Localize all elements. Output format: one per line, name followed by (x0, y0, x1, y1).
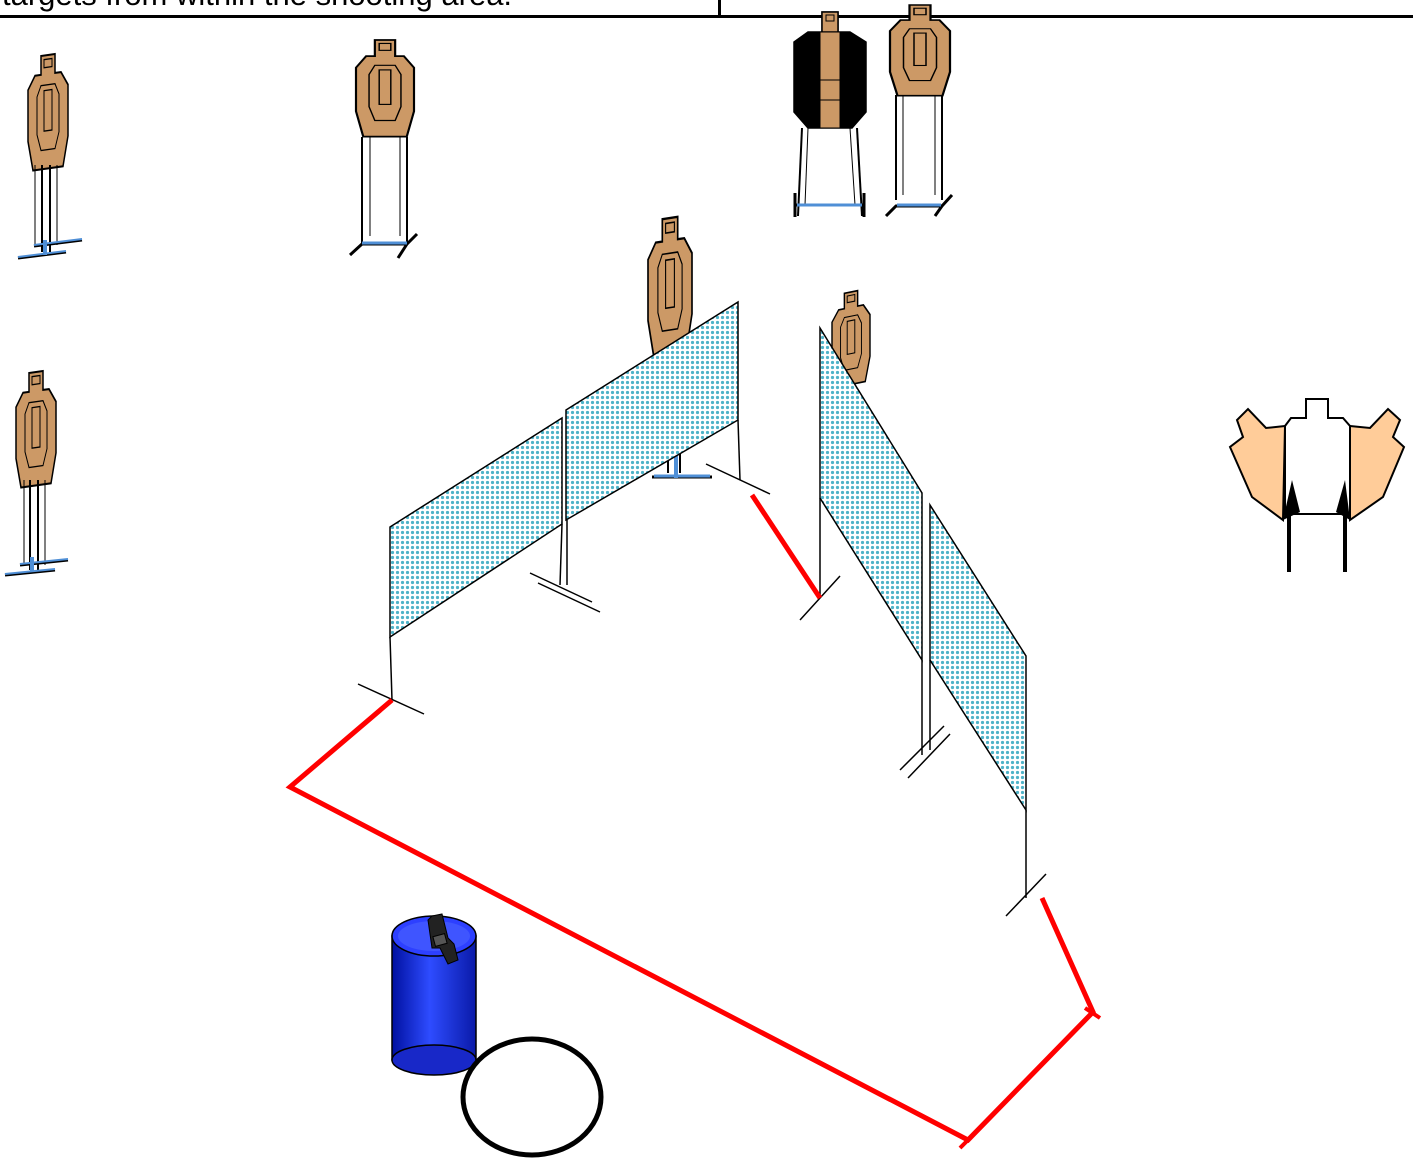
paper-target-icon (17, 51, 83, 260)
paper-target-icon (884, 3, 954, 218)
caption-divider (721, 0, 1413, 18)
pistol-icon (427, 913, 459, 965)
caption-text: targets from within the shooting area. (2, 0, 512, 12)
paper-target-icon (4, 368, 69, 577)
fault-line-icon (958, 1006, 1102, 1150)
mesh-wall-icon (357, 300, 771, 715)
no-shoot-target-icon (1228, 398, 1406, 572)
paper-target-icon (348, 38, 419, 259)
start-circle-icon (460, 1036, 604, 1158)
mesh-wall-icon (799, 325, 1047, 917)
black-covered-target-icon (793, 11, 867, 217)
stage-caption: targets from within the shooting area. (0, 0, 721, 18)
